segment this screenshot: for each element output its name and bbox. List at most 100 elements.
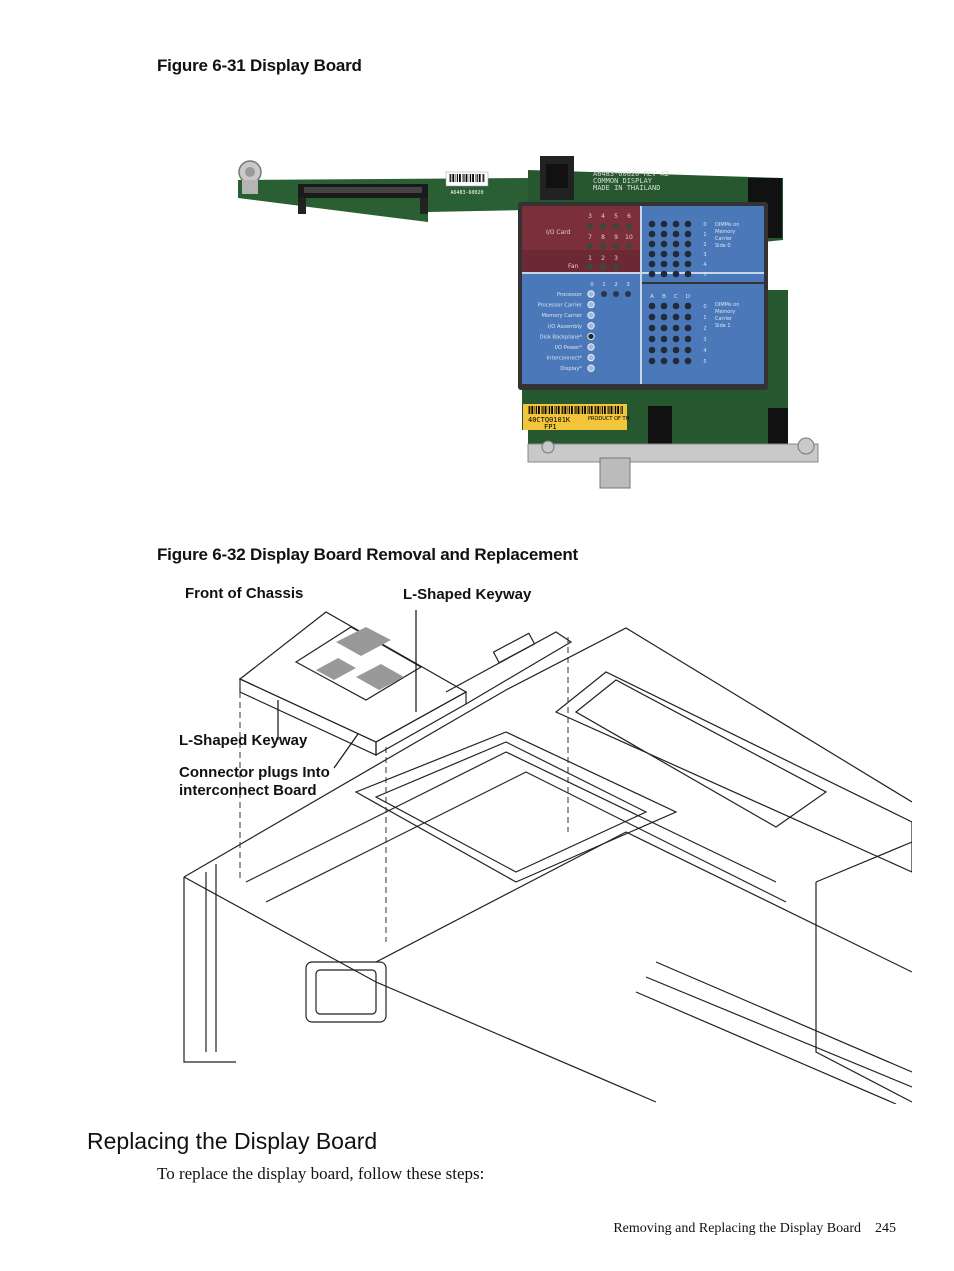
barcode-bar [531, 406, 534, 414]
dimm-led-side0 [648, 240, 656, 248]
barcode-bar [476, 174, 478, 182]
dimm-row-number: 5 [703, 359, 706, 365]
dimm-led-side1 [684, 324, 692, 332]
processor-led [625, 291, 631, 297]
barcode-bar [557, 406, 560, 414]
dimm-column-letter: D [686, 294, 690, 300]
barcode-bar [450, 174, 452, 182]
callout-connector-line-2: interconnect Board [179, 782, 317, 799]
figure-caption-6-32: Figure 6-32 Display Board Removal and Re… [157, 545, 579, 564]
dimm-column-letter: B [662, 294, 666, 300]
dimm-led-side0 [672, 250, 680, 258]
status-label: Interconnect* [547, 356, 583, 362]
dimm-led-side0 [684, 240, 692, 248]
page-footer: Removing and Replacing the Display Board… [613, 1221, 896, 1237]
barcode-bar [597, 406, 600, 414]
barcode-bar [551, 406, 554, 414]
dimm-led-side0 [648, 260, 656, 268]
dimm-led-side0 [660, 220, 668, 228]
dimm-row-number: 2 [703, 326, 706, 332]
barcode-bar [584, 406, 587, 414]
io-slot-number: 6 [627, 213, 631, 220]
processor-led [601, 291, 607, 297]
status-led [587, 311, 595, 319]
status-led [587, 343, 595, 351]
dimm-led-side0 [684, 260, 692, 268]
dimm-led-side0 [672, 220, 680, 228]
io-slot-number: 5 [614, 213, 618, 220]
processor-led [613, 291, 619, 297]
dimm-led-side1 [684, 346, 692, 354]
barcode-bar [555, 406, 557, 414]
barcode-bar [568, 406, 570, 414]
chassis-line-drawing [183, 610, 912, 1104]
dimm-led-side0 [672, 230, 680, 238]
status-led [587, 353, 595, 362]
dimm-side0-label: Memory [715, 229, 735, 235]
processor-number: 2 [614, 282, 618, 288]
barcode-bar [601, 406, 603, 414]
barcode-bar [590, 406, 593, 414]
dimm-side0-label: Carrier [715, 236, 733, 242]
io-led [587, 223, 593, 229]
barcode-bar [582, 406, 584, 414]
barcode-bar [571, 406, 573, 414]
dimm-row-number: 0 [703, 304, 706, 310]
dimm-column-letter: A [650, 294, 654, 300]
barcode-bar [538, 406, 540, 414]
section-heading: Replacing the Display Board [87, 1128, 378, 1154]
fan-led [587, 264, 593, 270]
barcode-bar [621, 406, 623, 414]
dimm-led-side1 [684, 313, 692, 321]
silk-line-2: COMMON DISPLAY [593, 177, 653, 185]
label-fp: FP1 [544, 423, 557, 431]
dimm-led-side0 [672, 240, 680, 248]
dimm-side1-label: Memory [715, 309, 735, 315]
silk-line-3: MADE IN THAILAND [593, 184, 660, 192]
barcode-bar [575, 406, 577, 414]
dimm-led-side1 [660, 313, 668, 321]
dimm-led-side1 [648, 335, 656, 343]
fan-led [600, 264, 606, 270]
dimm-led-side1 [672, 357, 680, 365]
io-led [613, 223, 619, 229]
barcode-bar [542, 406, 544, 414]
dimm-led-side0 [672, 260, 680, 268]
dimm-row-number: 4 [703, 348, 706, 354]
barcode-bar [588, 406, 590, 414]
io-led [600, 223, 606, 229]
dimm-row-number: 1 [703, 232, 706, 238]
fan-number: 2 [601, 255, 605, 262]
footer-title: Removing and Replacing the Display Board [613, 1221, 861, 1236]
status-led [587, 300, 595, 309]
io-slot-number: 9 [614, 234, 618, 241]
page-number: 245 [875, 1221, 896, 1236]
dimm-row-number: 5 [703, 272, 706, 278]
io-slot-number: 10 [625, 234, 633, 241]
io-slot-number: 7 [588, 234, 592, 241]
callout-keyway-left: L-Shaped Keyway [179, 732, 308, 749]
io-slot-number: 3 [588, 213, 592, 220]
dimm-led-side1 [648, 346, 656, 354]
dimm-led-side0 [660, 270, 668, 278]
io-slot-number: 8 [601, 234, 605, 241]
callout-front-of-chassis: Front of Chassis [185, 585, 304, 602]
fan-number: 3 [614, 255, 618, 262]
figure-caption-6-31: Figure 6-31 Display Board [157, 56, 362, 75]
dimm-led-side1 [684, 302, 692, 310]
status-label: I/O Assembly [548, 324, 582, 330]
dimm-side1-label: Carrier [715, 316, 733, 322]
dimm-led-side1 [660, 302, 668, 310]
barcode-bar [544, 406, 547, 414]
dimm-led-side1 [672, 346, 680, 354]
dimm-led-side0 [684, 220, 692, 228]
dimm-row-number: 1 [703, 315, 706, 321]
barcode-bar [562, 406, 564, 414]
dimm-led-side1 [660, 335, 668, 343]
dimm-side0-label: Side 0 [715, 243, 731, 249]
status-led [587, 322, 595, 330]
board-barcode-text: A6483-60020 [450, 190, 483, 196]
dimm-column-letter: C [674, 294, 678, 300]
barcode-bar [608, 406, 610, 414]
dimm-led-side1 [660, 346, 668, 354]
